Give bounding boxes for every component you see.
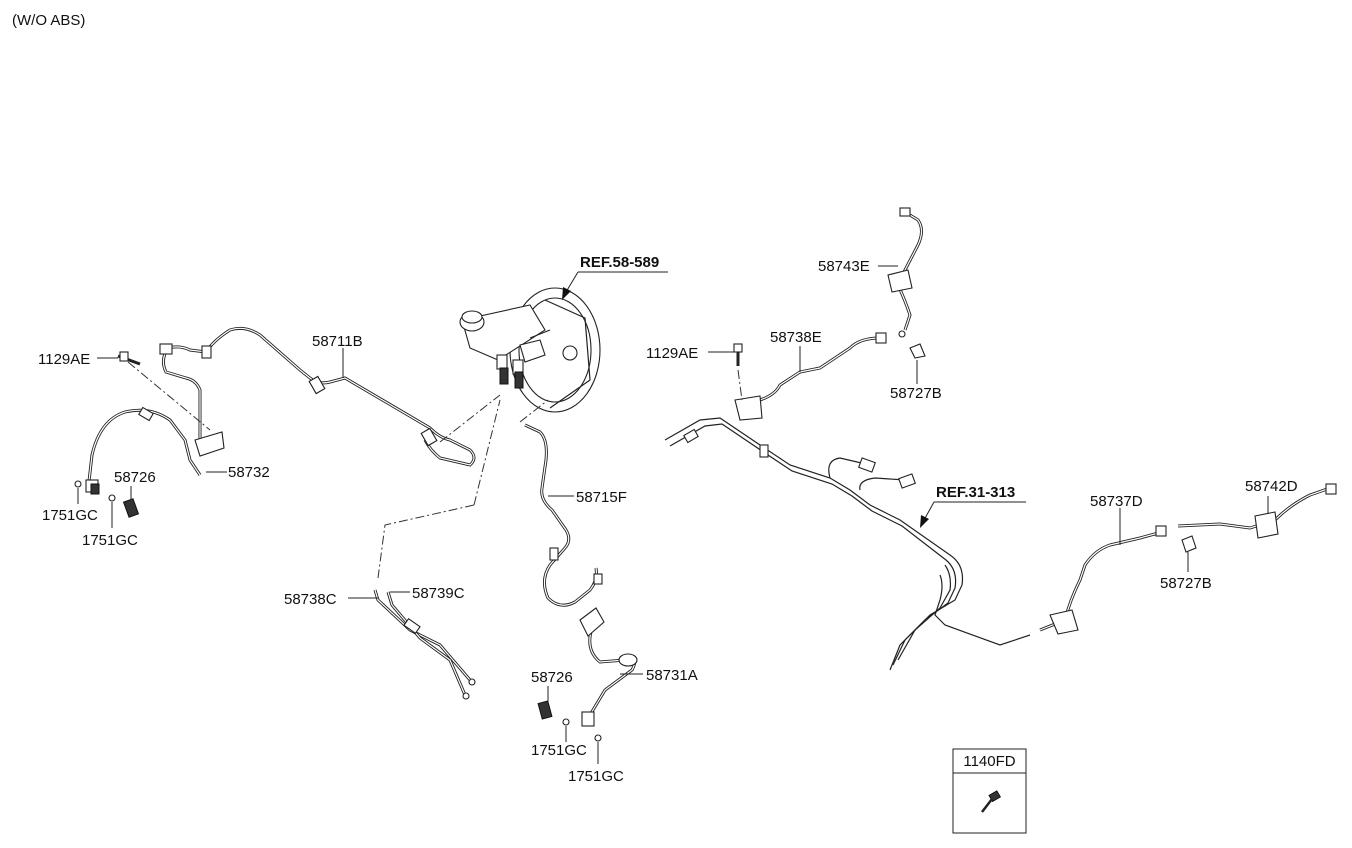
label-58726-center: 58726: [531, 669, 573, 686]
front-hose-58732[interactable]: [85, 406, 225, 493]
label-58731a: 58731A: [646, 667, 698, 684]
rear-hose-58743e[interactable]: [887, 207, 923, 338]
label-58737d: 58737D: [1090, 493, 1143, 510]
label-58738c: 58738C: [284, 591, 337, 608]
label-1751gc-b: 1751GC: [82, 532, 138, 549]
rear-hose-58742d[interactable]: [1177, 483, 1337, 539]
label-1129ae-left: 1129AE: [38, 351, 90, 368]
legend-box-1140fd[interactable]: 1140FD: [952, 748, 1027, 834]
gaskets-1751gc-left[interactable]: [74, 480, 116, 502]
label-58727b-right: 58727B: [1160, 575, 1212, 592]
brake-tube-58738e[interactable]: [734, 332, 887, 421]
label-1751gc-d: 1751GC: [568, 768, 624, 785]
label-58738e: 58738E: [770, 329, 822, 346]
master-cylinder[interactable]: [459, 304, 551, 389]
brake-tube-58715f[interactable]: [524, 423, 603, 607]
page-title: (W/O ABS): [12, 12, 86, 29]
label-58732: 58732: [228, 464, 270, 481]
union-bolt-58726-left[interactable]: [122, 498, 140, 518]
label-58715f: 58715F: [576, 489, 627, 506]
rear-hose-58737d[interactable]: [1039, 525, 1167, 635]
label-58726-left: 58726: [114, 469, 156, 486]
front-hose-58731a[interactable]: [579, 607, 638, 727]
legend-part-number: 1140FD: [963, 753, 1015, 770]
label-58727b-top: 58727B: [890, 385, 942, 402]
clip-58727b-right[interactable]: [1181, 535, 1197, 553]
ref-booster-label: REF.58-589: [580, 254, 659, 271]
screw-icon: [981, 790, 1002, 813]
label-58742d: 58742D: [1245, 478, 1298, 495]
ref-booster-callout[interactable]: REF.58-589: [562, 254, 668, 300]
gaskets-1751gc-center[interactable]: [562, 718, 602, 742]
label-1129ae-right: 1129AE: [646, 345, 698, 362]
label-58711b: 58711B: [312, 333, 363, 350]
label-58739c: 58739C: [412, 585, 465, 602]
ref-rear-lines-label: REF.31-313: [936, 484, 1015, 501]
rear-brake-lines-bundle[interactable]: [664, 417, 1031, 671]
label-58743e: 58743E: [818, 258, 870, 275]
clip-58727b-top[interactable]: [909, 343, 926, 359]
brake-tubes-58738c-58739c[interactable]: [373, 589, 476, 700]
label-1751gc-a: 1751GC: [42, 507, 98, 524]
ref-rear-lines-callout[interactable]: REF.31-313: [920, 484, 1026, 528]
union-bolt-58726-center[interactable]: [537, 700, 553, 720]
bolt-1129ae-right[interactable]: [733, 343, 743, 366]
label-1751gc-c: 1751GC: [531, 742, 587, 759]
brake-tube-58711b[interactable]: [159, 326, 476, 467]
bolt-1129ae-left[interactable]: [117, 351, 141, 366]
